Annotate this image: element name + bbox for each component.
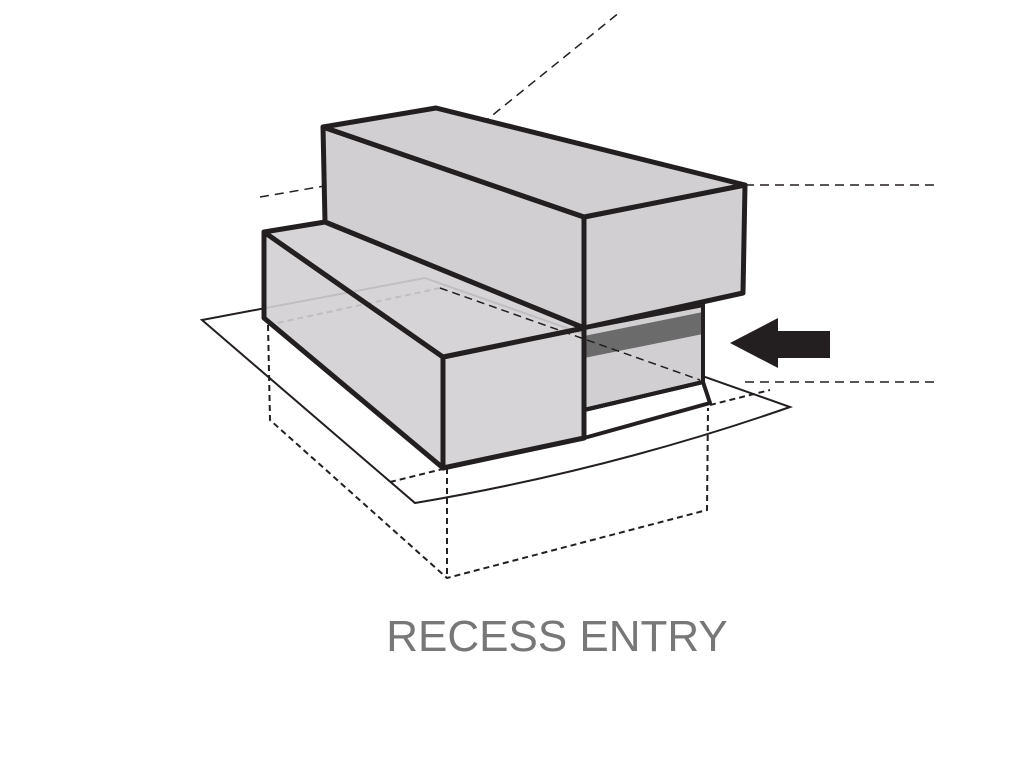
upper-mass xyxy=(320,105,748,331)
arrow-left-icon xyxy=(730,318,830,368)
underground-volume xyxy=(267,287,771,580)
lower-mass xyxy=(261,219,587,471)
recess-band xyxy=(584,312,703,358)
recess xyxy=(582,303,712,440)
hidden-edge xyxy=(439,287,701,381)
site-plane xyxy=(199,276,794,505)
diagram-caption: RECESS ENTRY xyxy=(386,612,728,661)
